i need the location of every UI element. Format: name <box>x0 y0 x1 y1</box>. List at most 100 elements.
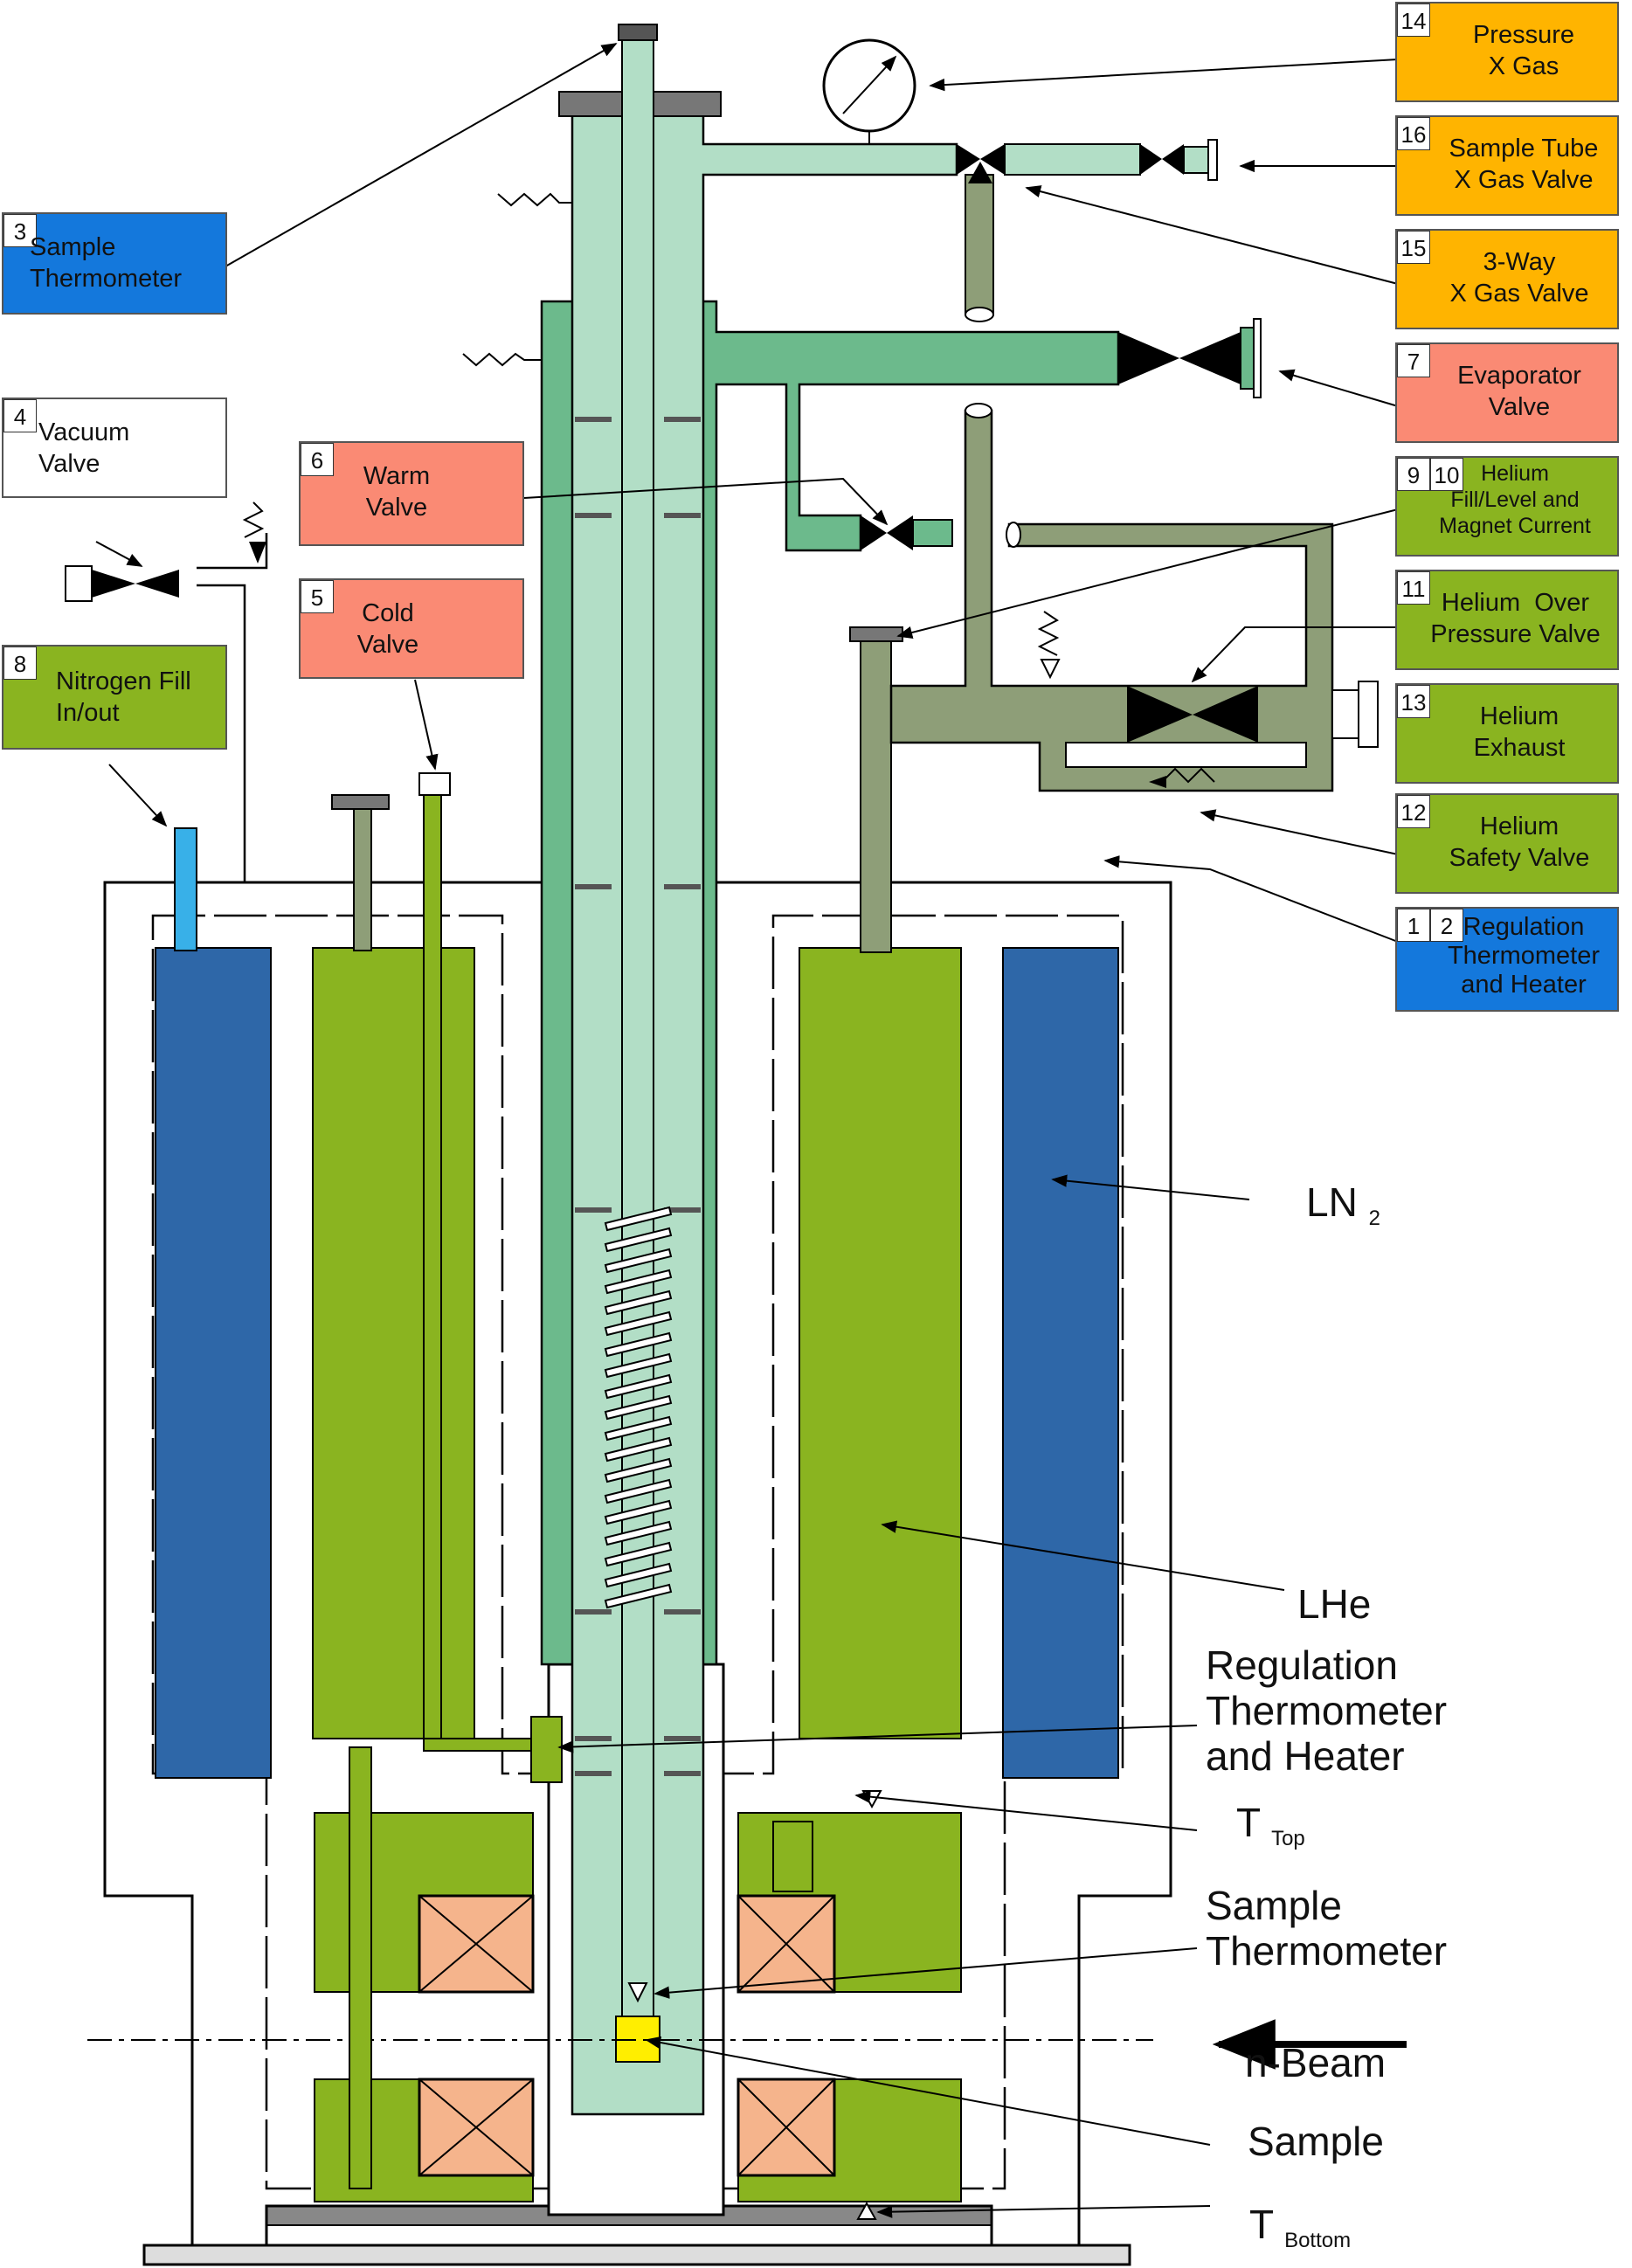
label-three-way-valve: 15 3-Way X Gas Valve <box>1395 229 1619 329</box>
vacuum-safety <box>242 501 266 564</box>
label-text: Pressure X Gas <box>1472 21 1575 80</box>
spiral-turn <box>604 1269 673 1295</box>
spiral-turn <box>604 1248 673 1274</box>
label-number: 16 <box>1397 117 1430 150</box>
tube-safety-valves <box>462 192 572 367</box>
spiral-turn <box>604 1478 673 1504</box>
annotation-t-bottom-sub: Bottom <box>1284 2229 1352 2253</box>
label-sample-thermometer: 3 Sample Thermometer <box>2 212 227 315</box>
label-text: 3-Way X Gas Valve <box>1449 248 1589 308</box>
label-number: 12 <box>1397 795 1430 828</box>
helium-fill-cap-left <box>331 794 390 810</box>
annotation-t-bottom-text: T <box>1249 2202 1274 2247</box>
spiral-turn <box>604 1562 673 1588</box>
warm-valve <box>861 515 953 550</box>
label-helium-exhaust: 13 Helium Exhaust <box>1395 683 1619 784</box>
label-number: 8 <box>3 647 37 680</box>
label-text: Regulation Thermometer and Heater <box>1447 913 1601 999</box>
label-text: Cold Valve <box>356 599 419 659</box>
annotation-sample-thermometer: Sample Thermometer <box>1206 1883 1448 1974</box>
spiral-turn <box>604 1394 673 1421</box>
label-cold-valve: 5 Cold Valve <box>299 578 524 679</box>
annotation-ln2-text: LN <box>1306 1179 1358 1225</box>
label-number: 3 <box>3 214 37 247</box>
label-helium-overpressure: 11 Helium Over Pressure Valve <box>1395 570 1619 670</box>
label-sample-tube-valve: 16 Sample Tube X Gas Valve <box>1395 115 1619 216</box>
x-gas-pipe-down <box>965 174 994 315</box>
spiral-turn <box>604 1541 673 1567</box>
annotation-lhe: LHe <box>1297 1581 1372 1627</box>
annotation-n-beam: n-Beam <box>1245 2040 1387 2085</box>
label-text: Helium Fill/Level and Magnet Current <box>1439 461 1591 538</box>
annotation-t-top-text: T <box>1236 1800 1261 1845</box>
label-text: Helium Safety Valve <box>1449 812 1590 872</box>
sample-tube-valve <box>1140 139 1218 181</box>
label-text: Sample Thermometer <box>30 233 183 293</box>
pipe-end <box>965 403 992 418</box>
spiral-turn <box>604 1436 673 1462</box>
annotation-t-top-sub: Top <box>1271 1827 1305 1851</box>
helium-fill-cap-right <box>849 626 903 642</box>
annotation-sample: Sample <box>1248 2119 1384 2164</box>
helium-fill-pipe-left <box>353 801 372 951</box>
label-number: 6 <box>301 443 334 476</box>
annotation-ln2-sub: 2 <box>1368 1207 1380 1231</box>
label-text: Evaporator Valve <box>1457 362 1581 421</box>
x-gas-pipe-right <box>1004 143 1141 176</box>
label-text: Vacuum Valve <box>38 418 130 478</box>
label-regulation-thermometer: 1 2 Regulation Thermometer and Heater <box>1395 907 1619 1012</box>
ln2-tank-right <box>1002 947 1119 1779</box>
base-plate <box>142 2244 1131 2266</box>
sample-stick-head <box>618 24 658 41</box>
spiral-turn <box>604 1415 673 1442</box>
coil-right-upper <box>736 1894 836 1994</box>
cold-valve-rod <box>423 794 442 1739</box>
pressure-gauge <box>822 38 916 144</box>
helium-spring <box>1037 611 1215 788</box>
label-number: 5 <box>301 580 334 613</box>
pipe-end <box>965 307 994 322</box>
t-bottom-sensor <box>856 2201 877 2220</box>
three-way-valve <box>957 144 1005 183</box>
label-pressure-x-gas: 14 Pressure X Gas <box>1395 2 1619 102</box>
cold-valve-body <box>530 1716 563 1783</box>
label-vacuum-valve: 4 Vacuum Valve <box>2 398 227 498</box>
label-number: 2 <box>1430 909 1463 942</box>
spiral-turn <box>604 1499 673 1525</box>
helium-overpressure-valve <box>1127 681 1379 748</box>
label-number: 9 <box>1397 458 1430 491</box>
nitrogen-fill-pipe <box>174 827 197 951</box>
label-text: Helium Exhaust <box>1473 702 1566 762</box>
label-number: 14 <box>1397 3 1430 37</box>
pipe-end <box>1006 522 1021 548</box>
label-number: 4 <box>3 399 37 432</box>
label-helium-safety: 12 Helium Safety Valve <box>1395 793 1619 894</box>
vacuum-line <box>197 533 268 882</box>
spiral-turn <box>604 1227 673 1253</box>
coil-left-upper <box>418 1894 535 1994</box>
leader-lines <box>95 43 1399 2218</box>
label-number: 1 <box>1397 909 1430 942</box>
helium-neck-right <box>860 637 892 953</box>
label-evaporator-valve: 7 Evaporator Valve <box>1395 342 1619 443</box>
spiral-turn <box>604 1310 673 1337</box>
label-number: 13 <box>1397 685 1430 718</box>
label-text: Nitrogen Fill In/out <box>56 667 191 727</box>
label-number: 10 <box>1430 458 1463 491</box>
spiral-turn <box>604 1206 673 1232</box>
baffles <box>575 417 701 1776</box>
label-number: 15 <box>1397 231 1430 264</box>
label-number: 11 <box>1397 571 1430 605</box>
label-text: Helium Over Pressure Valve <box>1430 589 1601 648</box>
cold-valve-line <box>423 1738 538 1752</box>
evaporator-valve <box>1118 318 1262 398</box>
helium-bypass-inner <box>1065 742 1307 768</box>
label-nitrogen-fill: 8 Nitrogen Fill In/out <box>2 645 227 750</box>
regulation-heater <box>772 1821 813 1892</box>
coil-right-lower <box>736 2078 836 2177</box>
cold-valve-head <box>418 772 451 796</box>
helium-siphon-left <box>349 1746 372 2189</box>
annotation-regulation: Regulation Thermometer and Heater <box>1206 1642 1448 1779</box>
coil-left-lower <box>418 2078 535 2177</box>
